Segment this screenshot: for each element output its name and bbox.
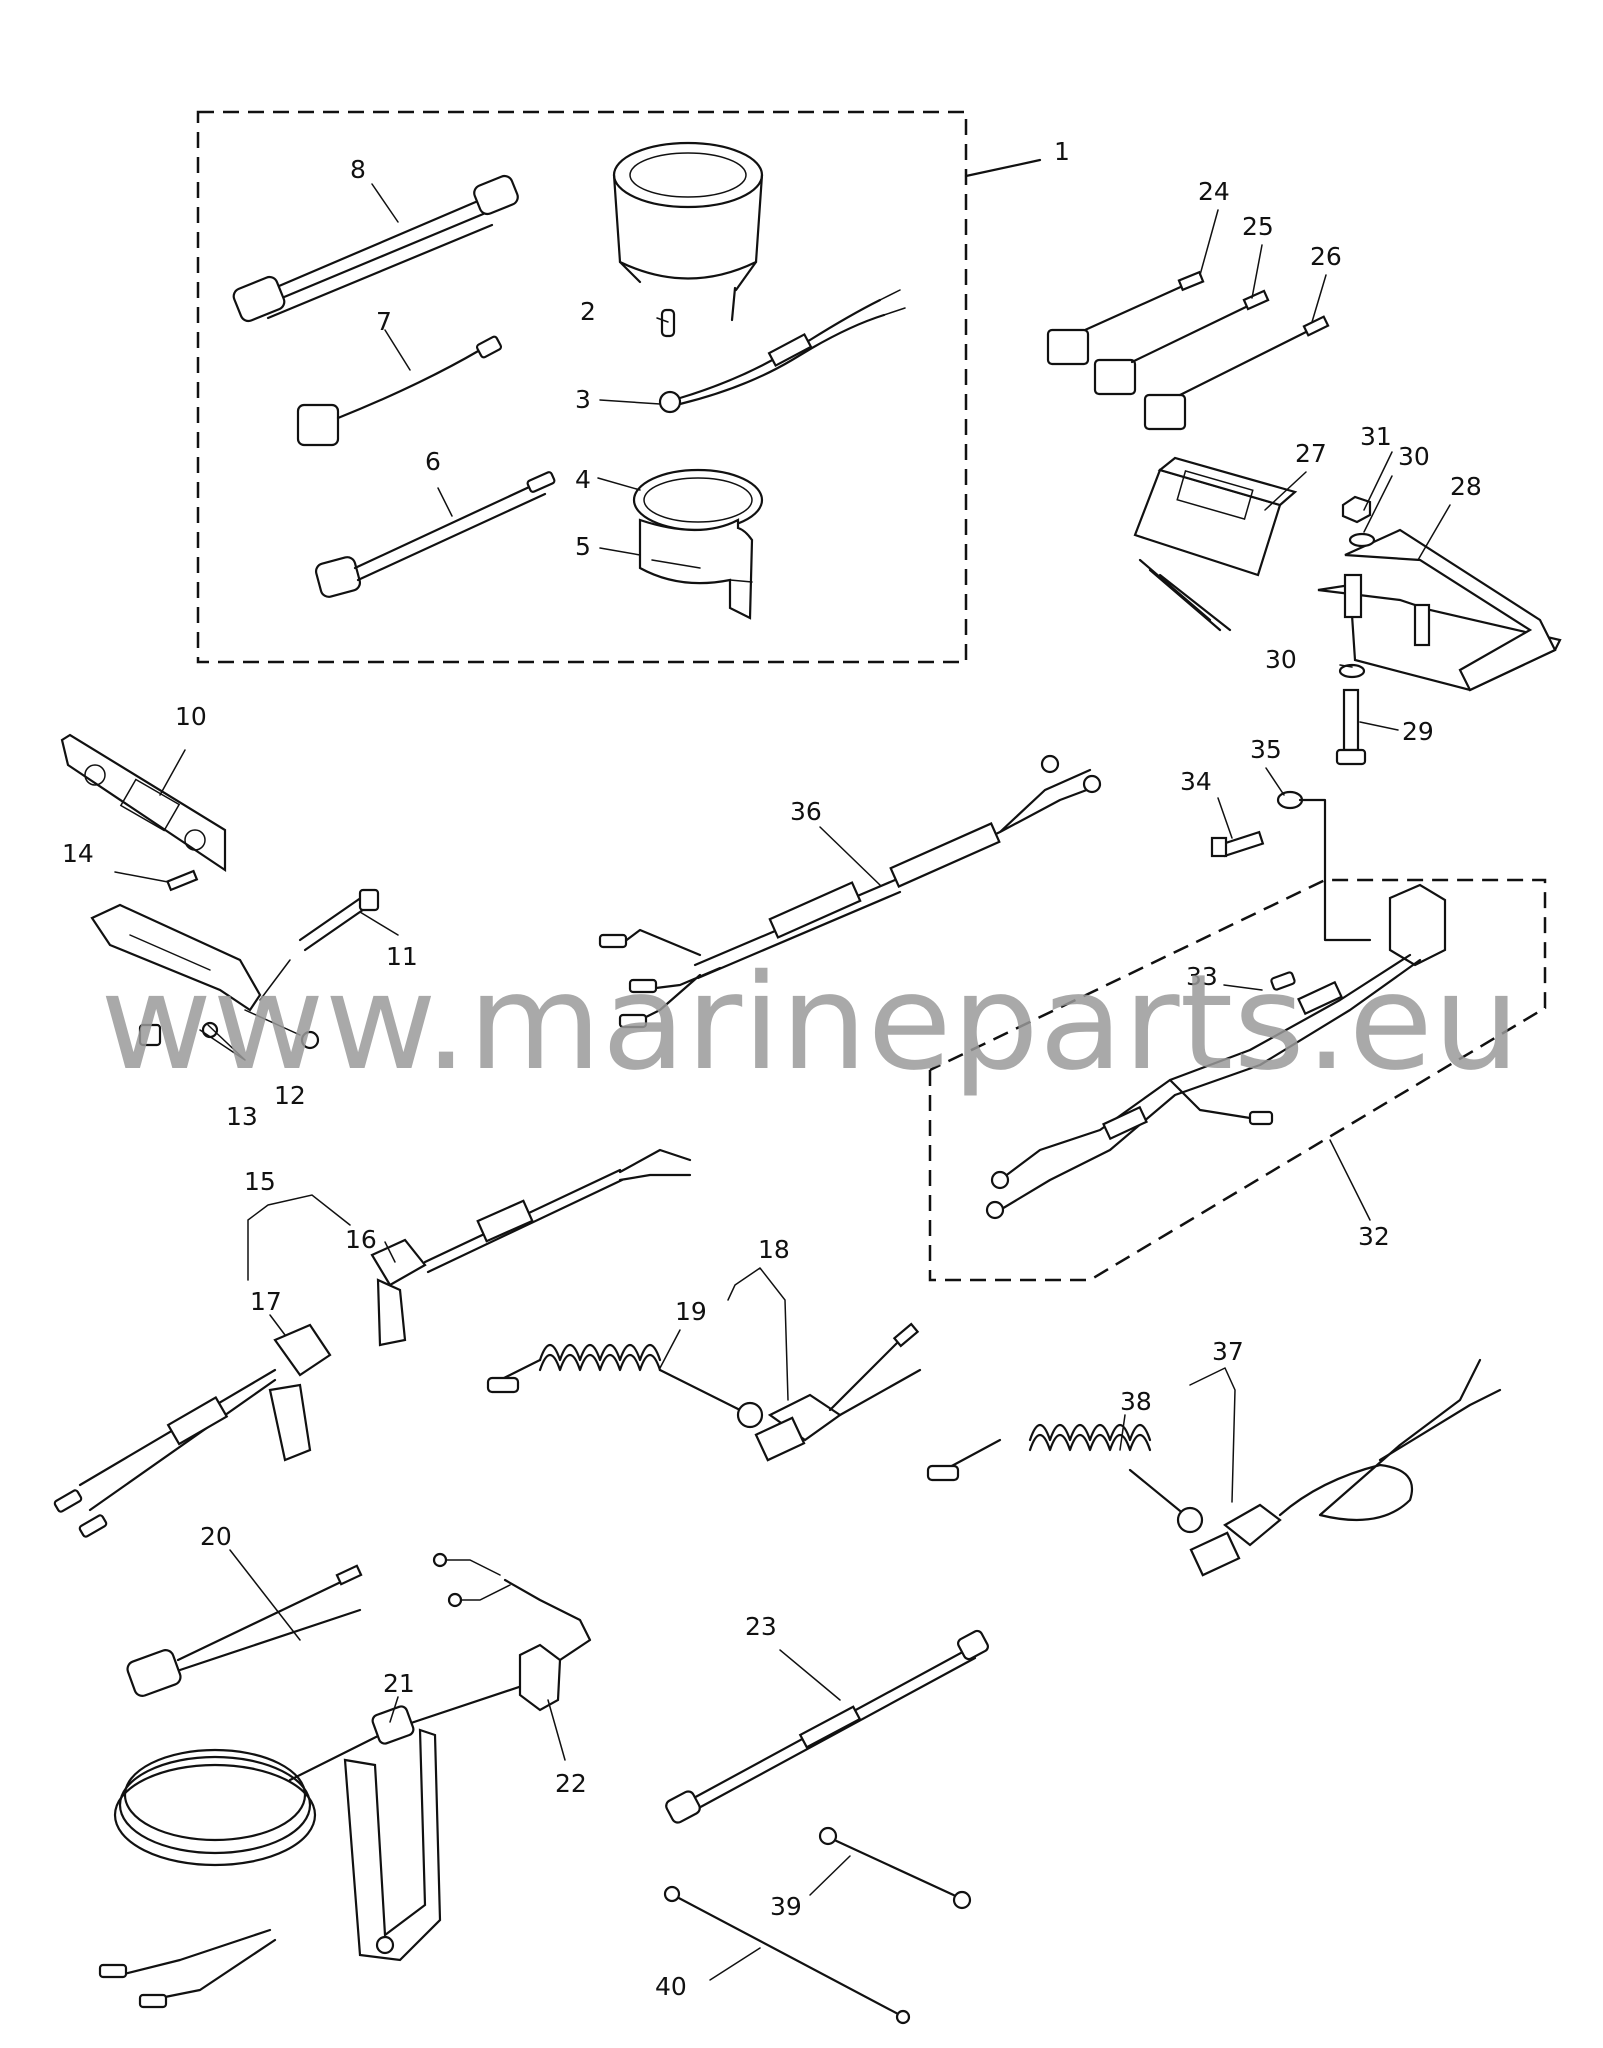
- harness-8-part: [232, 174, 519, 323]
- gauge-ring-part: [632, 468, 764, 532]
- part-label-30-upper: 30: [1398, 442, 1430, 471]
- part-label-40: 40: [655, 1972, 687, 2001]
- connector-26-part: [1143, 315, 1330, 431]
- part-label-1: 1: [1054, 137, 1070, 166]
- part-label-26: 26: [1310, 242, 1342, 271]
- coil-38-part: [926, 1423, 1204, 1534]
- cable-23-part: [665, 1629, 989, 1824]
- part-label-17: 17: [250, 1287, 282, 1316]
- connector-24-part: [1046, 270, 1205, 366]
- part-label-7: 7: [376, 307, 392, 336]
- part-label-23: 23: [745, 1612, 777, 1641]
- coil-19-part: [486, 1343, 764, 1429]
- cable-20-part: [126, 1564, 363, 1697]
- screw-14-part: [166, 869, 199, 892]
- part-label-16: 16: [345, 1225, 377, 1254]
- part-label-3: 3: [575, 385, 591, 414]
- gauge-bracket-part: [638, 518, 754, 620]
- connector-25-part: [1093, 289, 1270, 396]
- gauge-part: [612, 141, 764, 322]
- part-label-4: 4: [575, 465, 591, 494]
- bulb-socket-part: [660, 308, 676, 338]
- part-label-18: 18: [758, 1235, 790, 1264]
- part-label-34: 34: [1180, 767, 1212, 796]
- part-label-11: 11: [386, 942, 418, 971]
- wire-6-part: [314, 471, 556, 598]
- bracket-28-part: [1317, 528, 1562, 692]
- part-label-2: 2: [580, 297, 596, 326]
- part-label-36: 36: [790, 797, 822, 826]
- part-label-31: 31: [1360, 422, 1392, 451]
- kit-group-box: [196, 110, 968, 664]
- screw-34-part: [1210, 830, 1265, 858]
- wire-39-part: [818, 1826, 972, 1910]
- nut-31-part: [1341, 495, 1372, 524]
- bulb-harness-part: [658, 289, 906, 414]
- part-label-29: 29: [1402, 717, 1434, 746]
- part-label-19: 19: [675, 1297, 707, 1326]
- washer-30-upper-part: [1348, 532, 1376, 548]
- part-labels: 1 2 3 4 5 6 7 8 10 11 12 13 14 15 16 17 …: [62, 137, 1482, 2001]
- harness-36-part: [598, 754, 1102, 1029]
- part-label-28: 28: [1450, 472, 1482, 501]
- switch-37-part: [1189, 1358, 1502, 1577]
- switch-17-part: [53, 1323, 332, 1538]
- plate-10-part: [60, 733, 227, 873]
- washer-30-lower-part: [1338, 663, 1366, 679]
- bolt-29-part: [1335, 688, 1367, 766]
- part-label-13: 13: [226, 1102, 258, 1131]
- clamp-22-part: [432, 1552, 562, 1712]
- harness-32-part: [985, 883, 1447, 1220]
- part-label-25: 25: [1242, 212, 1274, 241]
- part-label-33: 33: [1186, 962, 1218, 991]
- washer-35-part: [1276, 790, 1304, 810]
- part-label-37: 37: [1212, 1337, 1244, 1366]
- switch-box-27-part: [1133, 456, 1298, 632]
- part-label-30-lower: 30: [1265, 645, 1297, 674]
- part-label-32: 32: [1358, 1222, 1390, 1251]
- cable-21-part: [98, 1578, 592, 2009]
- part-label-20: 20: [200, 1522, 232, 1551]
- nuts-13-part: [138, 1021, 320, 1050]
- part-label-38: 38: [1120, 1387, 1152, 1416]
- wire-7-part: [296, 335, 503, 447]
- leader-lines: [114, 183, 1451, 1981]
- part-label-35: 35: [1250, 735, 1282, 764]
- part-label-22: 22: [555, 1769, 587, 1798]
- part-label-12: 12: [274, 1081, 306, 1110]
- bolt-11-part: [259, 888, 380, 1001]
- wire-40-part: [663, 1885, 911, 2025]
- watermark: www.marineparts.eu: [100, 946, 1520, 1100]
- part-label-21: 21: [383, 1669, 415, 1698]
- part-label-10: 10: [175, 702, 207, 731]
- part-label-24: 24: [1198, 177, 1230, 206]
- part-label-27: 27: [1295, 439, 1327, 468]
- part-label-8: 8: [350, 155, 366, 184]
- part-label-15: 15: [244, 1167, 276, 1196]
- switch-16-part: [370, 1148, 692, 1347]
- part-label-6: 6: [425, 447, 441, 476]
- part-label-5: 5: [575, 532, 591, 561]
- bracket-12-part: [90, 903, 262, 1012]
- part-label-39: 39: [770, 1892, 802, 1921]
- part-label-14: 14: [62, 839, 94, 868]
- switch-18-part: [754, 1322, 922, 1462]
- harness-32-box: [928, 878, 1547, 1282]
